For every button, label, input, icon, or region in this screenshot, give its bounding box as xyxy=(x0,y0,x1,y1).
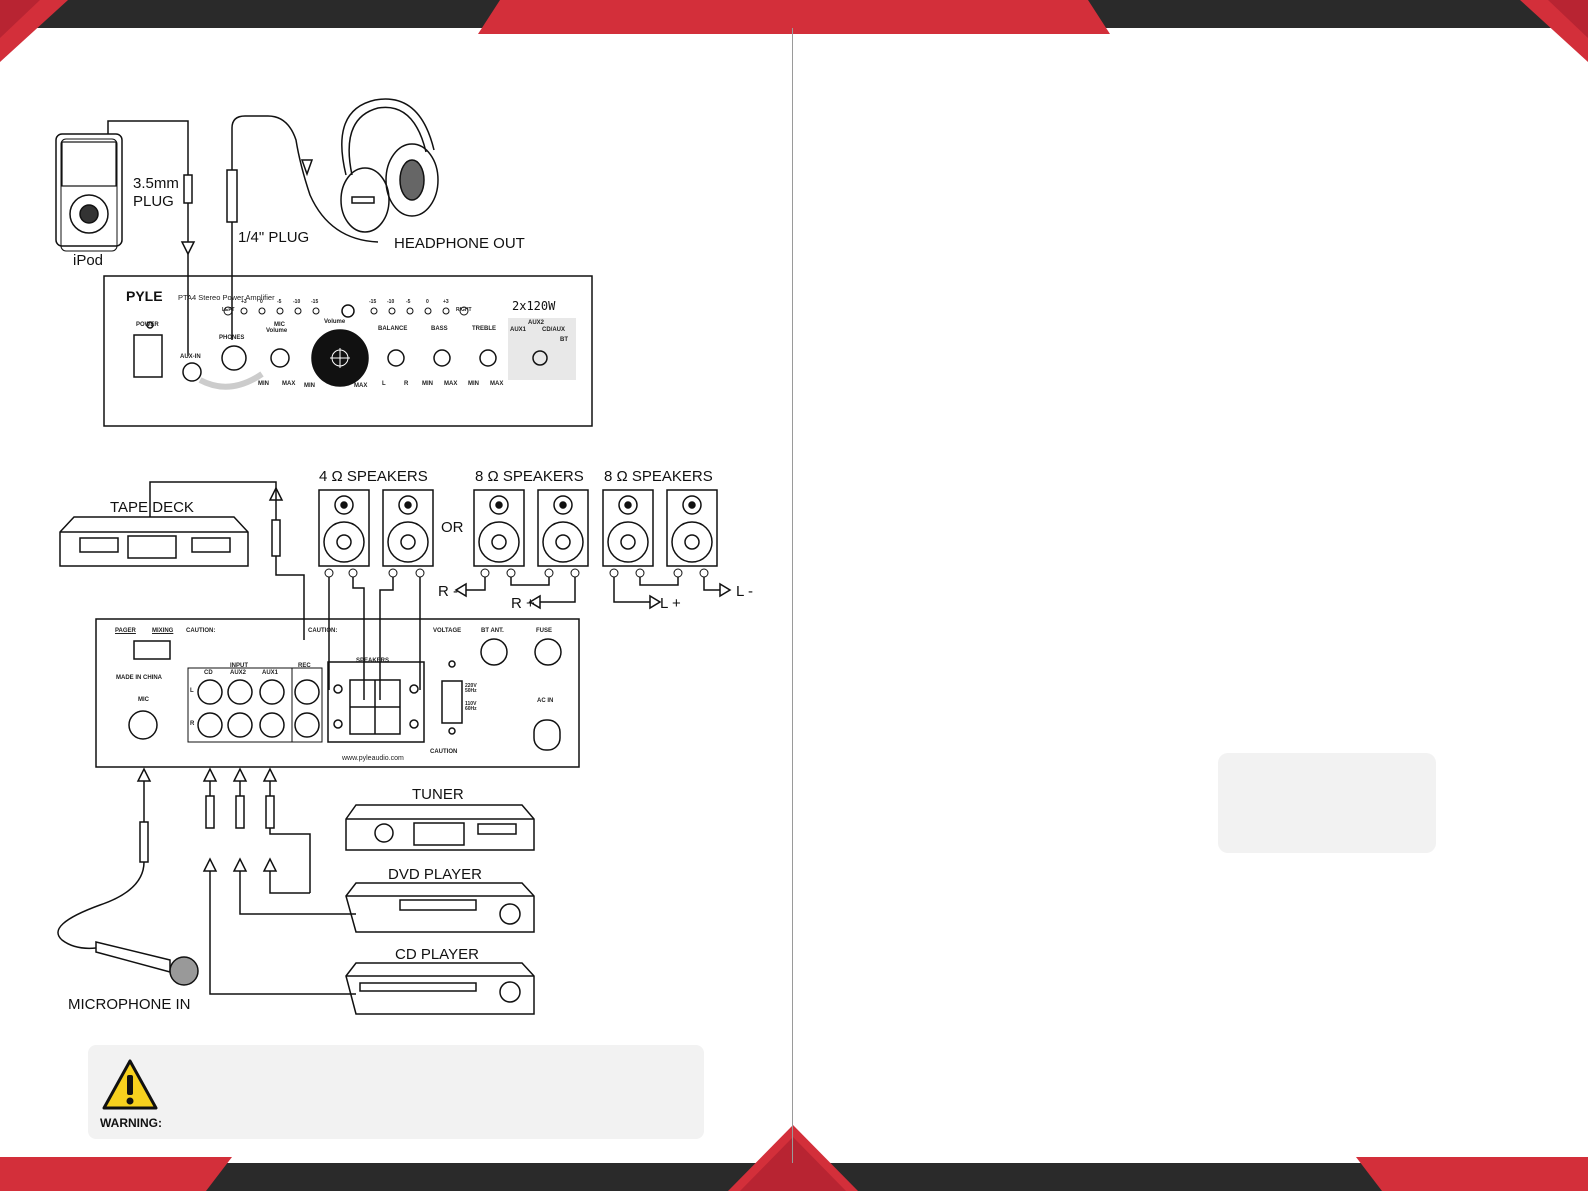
meter-right-4: 0 xyxy=(426,299,429,305)
mic-label: MIC xyxy=(274,322,285,328)
headphone-left-cup xyxy=(340,167,390,233)
input-r-label: R xyxy=(190,721,195,727)
input-aux2-label: AUX2 xyxy=(230,670,247,676)
bottom-wiring-diagram xyxy=(57,481,732,1015)
cd-player-device xyxy=(345,962,535,1015)
or-label: OR xyxy=(441,519,464,536)
meter-right-3: -5 xyxy=(406,299,411,305)
speakers-4-label: 4 Ω SPEAKERS xyxy=(319,468,428,485)
bass-min-label: MIN xyxy=(422,381,433,387)
plug-35-label-2: PLUG xyxy=(133,193,174,210)
right-label: RIGHT xyxy=(456,307,472,313)
ipod-label: iPod xyxy=(73,252,104,269)
page-divider xyxy=(792,28,793,1163)
l-plus-label: L + xyxy=(660,595,681,612)
warning-triangle-icon xyxy=(102,1059,158,1110)
mic-volume-label: Volume xyxy=(266,328,288,334)
made-in-china-label: MADE IN CHINA xyxy=(116,675,162,681)
input-label: INPUT xyxy=(230,663,248,669)
front-panel xyxy=(103,275,593,427)
ipod-device xyxy=(55,133,123,247)
caution2-label: CAUTION: xyxy=(308,628,338,634)
microphone xyxy=(95,941,171,973)
mic-min-label: MIN xyxy=(258,381,269,387)
speakers-8a-label: 8 Ω SPEAKERS xyxy=(475,468,584,485)
speakers-terminal-label: SPEAKERS xyxy=(356,658,390,664)
rec-label: REC xyxy=(298,663,311,669)
fuse-label: FUSE xyxy=(536,628,553,634)
brand-logo: PYLE xyxy=(126,288,163,304)
mixing-label: MIXING xyxy=(152,628,174,634)
tuner-device xyxy=(345,804,535,851)
r-minus-label: R - xyxy=(438,583,458,600)
website-label: www.pyleaudio.com xyxy=(342,755,404,762)
meter-right-1: -15 xyxy=(369,299,377,305)
bt-ant-label: BT ANT. xyxy=(481,628,504,634)
speaker-pair-8ohm-b xyxy=(602,489,718,567)
meter-right-5: +3 xyxy=(443,299,449,305)
tape-deck-label: TAPE DECK xyxy=(110,499,194,516)
right-page-note-box xyxy=(1218,753,1436,853)
tuner-label: TUNER xyxy=(412,786,464,803)
r-plus-label: R + xyxy=(511,595,535,612)
plug-35-label-1: 3.5mm xyxy=(133,175,179,192)
cd-player-label: CD PLAYER xyxy=(395,946,479,963)
left-label: LEFT xyxy=(222,307,235,313)
meter-left-1: +3 xyxy=(241,299,247,305)
mic-max-label: MAX xyxy=(282,381,296,387)
bass-label: BASS xyxy=(431,326,448,332)
dvd-player-device xyxy=(345,882,535,933)
meter-left-2: 0 xyxy=(260,299,263,305)
v220-label: 220V 50Hz xyxy=(465,683,477,694)
mic-jack-label: MIC xyxy=(138,697,149,703)
balance-l-label: L xyxy=(382,381,386,387)
warning-box xyxy=(88,1045,704,1139)
volume-max-label: MAX xyxy=(354,383,368,389)
volume-label: Volume xyxy=(324,319,346,325)
ac-in-label: AC IN xyxy=(537,698,554,704)
volume-min-label: MIN xyxy=(304,383,315,389)
treble-max-label: MAX xyxy=(490,381,504,387)
aux2-label: AUX2 xyxy=(528,320,545,326)
speakers-8b-label: 8 Ω SPEAKERS xyxy=(604,468,713,485)
l-minus-label: L - xyxy=(736,583,753,600)
pager-label: PAGER xyxy=(115,628,136,634)
dvd-player-label: DVD PLAYER xyxy=(388,866,482,883)
treble-min-label: MIN xyxy=(468,381,479,387)
aux1-label: AUX1 xyxy=(510,327,527,333)
meter-left-3: -5 xyxy=(277,299,282,305)
input-l-label: L xyxy=(190,688,194,694)
warning-label: WARNING: xyxy=(100,1116,162,1130)
headphone-out-label: HEADPHONE OUT xyxy=(394,235,525,252)
aux-in-label: AUX-IN xyxy=(180,354,201,360)
caution3-label: CAUTION xyxy=(430,749,458,755)
voltage-label: VOLTAGE xyxy=(433,628,462,634)
model-text: PTA4 Stereo Power Amplifier xyxy=(178,293,275,302)
balance-label: BALANCE xyxy=(378,326,408,332)
power-label: POWER xyxy=(136,322,159,328)
caution1-label: CAUTION: xyxy=(186,628,216,634)
rear-panel xyxy=(95,618,580,768)
headphone-right-cup xyxy=(385,143,439,217)
balance-r-label: R xyxy=(404,381,409,387)
plug-quarter-label: 1/4" PLUG xyxy=(238,229,310,246)
bt-label: BT xyxy=(560,337,568,343)
input-aux1-label: AUX1 xyxy=(262,670,279,676)
cd-aux-label: CD/AUX xyxy=(542,327,566,333)
speaker-pair-4ohm xyxy=(318,489,434,567)
microphone-in-label: MICROPHONE IN xyxy=(68,996,191,1013)
cd-label: CD xyxy=(204,670,213,676)
bass-max-label: MAX xyxy=(444,381,458,387)
phones-label: PHONES xyxy=(219,335,245,341)
power-rating: 2x120W xyxy=(512,299,556,313)
treble-label: TREBLE xyxy=(472,326,496,332)
meter-left-5: -15 xyxy=(311,299,319,305)
v110-label: 110V 60Hz xyxy=(465,701,477,712)
speaker-pair-8ohm-a xyxy=(473,489,589,567)
top-wiring-diagram xyxy=(55,98,593,427)
meter-right-2: -10 xyxy=(387,299,395,305)
meter-left-4: -10 xyxy=(293,299,301,305)
